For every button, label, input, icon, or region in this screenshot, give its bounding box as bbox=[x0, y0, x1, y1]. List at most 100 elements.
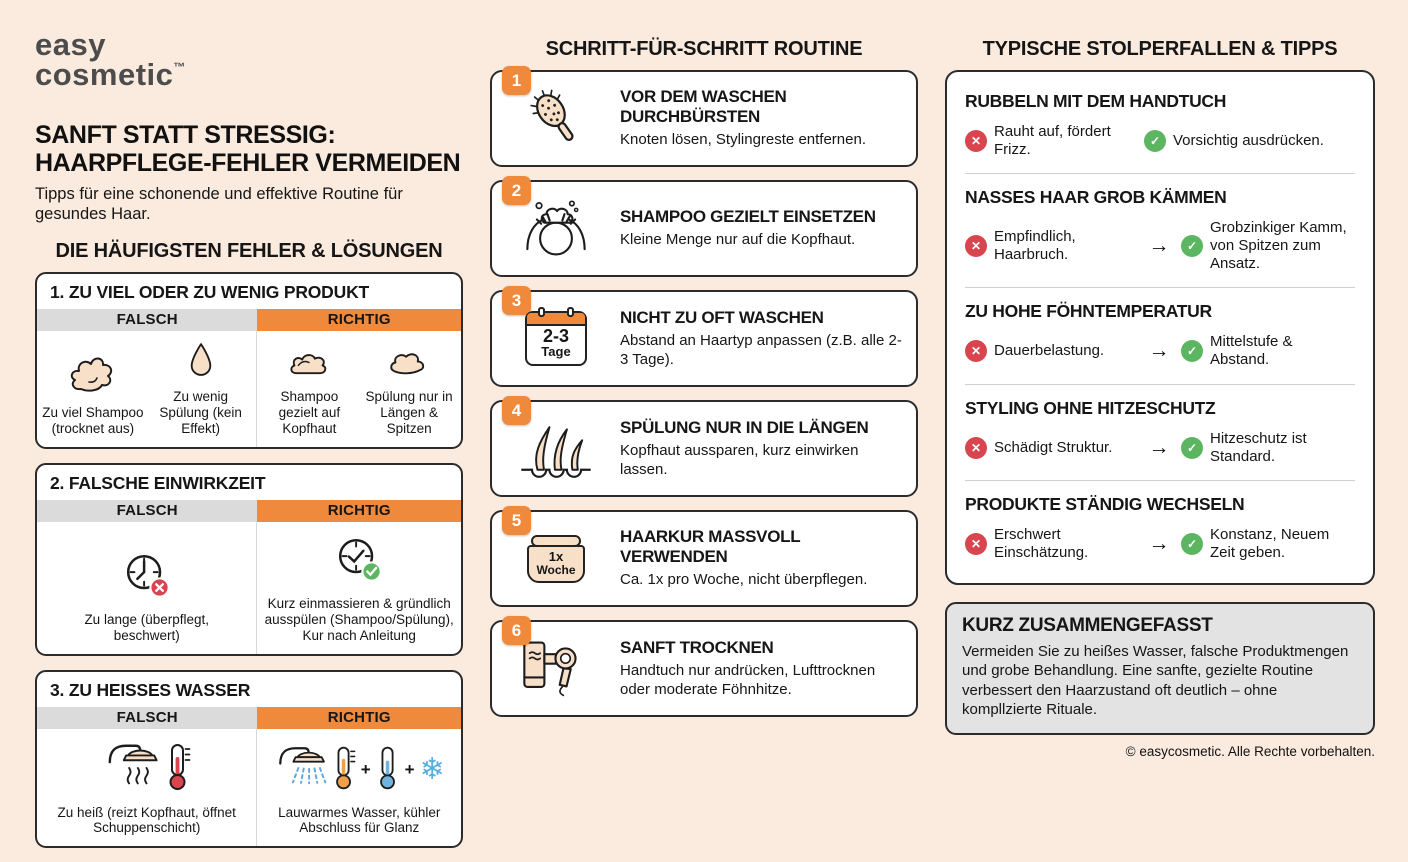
cream-jar-icon: 1x Woche bbox=[527, 534, 585, 583]
step-title: SHAMPOO GEZIELT EINSETZEN bbox=[620, 207, 876, 227]
lukewarm-shower-icon bbox=[274, 741, 328, 800]
routine-step-1: 1 VOR DEM WASCHEN DURCHBÜRSTEN Knoten lö… bbox=[490, 66, 918, 167]
page-subtitle: Tipps für eine schonende und effektive R… bbox=[35, 184, 403, 223]
foam-small-icon bbox=[286, 346, 332, 384]
jar-label-bottom: Woche bbox=[536, 563, 576, 578]
routine-step-5: 5 1x Woche HAARKUR MASSVOLL VERWENDEN Ca… bbox=[490, 506, 918, 607]
brand-line2: cosmetic bbox=[35, 57, 174, 93]
richtig-item: Shampoo gezielt auf Kopfhaut bbox=[261, 346, 357, 437]
falsch-item-caption: Zu heiß (reizt Kopfhaut, öffnet Schuppen… bbox=[57, 804, 236, 836]
falsch-header: FALSCH bbox=[37, 706, 258, 729]
success-check-icon: ✓ bbox=[1181, 340, 1203, 363]
richtig-item-caption: Shampoo gezielt auf Kopfhaut bbox=[278, 389, 341, 436]
plus-glyph: + bbox=[404, 760, 415, 780]
falsch-item: Zu heiß (reizt Kopfhaut, öffnet Schuppen… bbox=[54, 739, 239, 837]
step-desc: Handtuch nur andrücken, Lufttrocknen ode… bbox=[620, 661, 876, 698]
richtig-item: Spülung nur in Längen & Spitzen bbox=[361, 346, 457, 437]
summary-text: Vermeiden Sie zu heißes Wasser, falsche … bbox=[962, 642, 1349, 719]
snowflake-icon: ❄ bbox=[419, 753, 445, 787]
left-column: easy cosmetic™ SANFT STATT STRESSIG: HAA… bbox=[35, 27, 463, 862]
calendar-word: Tage bbox=[541, 343, 571, 359]
tip-right-text: Mittelstufe & Abstand. bbox=[1210, 333, 1293, 369]
richtig-item-caption: Kurz einmassieren & gründlich ausspülen … bbox=[264, 595, 454, 643]
success-check-icon: ✓ bbox=[1181, 234, 1203, 257]
tips-section-title: TYPISCHE STOLPERFALLEN & TIPPS bbox=[982, 38, 1338, 60]
falsch-item: Zu viel Shampoo (trocknet aus) bbox=[41, 349, 145, 437]
falsch-item: Zu wenig Spülung (kein Effekt) bbox=[149, 341, 253, 437]
mistakes-section-title: DIE HÄUFIGSTEN FEHLER & LÖSUNGEN bbox=[55, 240, 443, 262]
brand-logo: easy cosmetic™ bbox=[35, 27, 463, 93]
tip-item-1: RUBBELN MIT DEM HANDTUCH ✕ Rauht auf, fö… bbox=[965, 78, 1355, 175]
routine-step-6: 6 SANFT TROCKNEN Handtuch nur andrücken,… bbox=[490, 616, 918, 717]
clock-x-icon bbox=[118, 548, 176, 607]
step-desc: Kleine Menge nur auf die Kopfhaut. bbox=[620, 231, 856, 249]
step-title: SPÜLUNG NUR IN DIE LÄNGEN bbox=[620, 417, 869, 437]
routine-step-2: 2 SHAMPOO GEZIELT EINSETZEN Kleine Menge… bbox=[490, 176, 918, 277]
summary-title: KURZ ZUSAMMENGEFASST bbox=[962, 614, 1213, 636]
error-x-icon: ✕ bbox=[965, 532, 987, 555]
tip-item-3: ZU HOHE FÖHNTEMPERATUR ✕ Dauerbelastung.… bbox=[965, 288, 1355, 385]
hair-follicle-icon bbox=[492, 419, 620, 479]
falsch-item-caption: Zu lange (überpflegt, beschwert) bbox=[84, 611, 210, 643]
step-desc: Ca. 1x pro Woche, nicht überpflegen. bbox=[620, 571, 868, 589]
tip-item-4: STYLING OHNE HITZESCHUTZ ✕ Schädigt Stru… bbox=[965, 385, 1355, 482]
tip-item-2: NASSES HAAR GROB KÄMMEN ✕ Empfindlich, H… bbox=[965, 174, 1355, 289]
arrow-icon: → bbox=[1148, 339, 1170, 363]
towel-hairdryer-icon bbox=[492, 637, 620, 701]
tip-wrong-text: Erschwert Einschätzung. bbox=[994, 526, 1089, 561]
brand-line1: easy bbox=[35, 27, 106, 62]
warm-thermometer-icon bbox=[332, 744, 356, 797]
step-number-badge: 1 bbox=[502, 66, 531, 95]
summary-box: KURZ ZUSAMMENGEFASST Vermeiden Sie zu he… bbox=[945, 601, 1375, 735]
mistake-card-1-title: 1. ZU VIEL ODER ZU WENIG PRODUKT bbox=[50, 282, 369, 302]
mistake-card-3-title: 3. ZU HEISSES WASSER bbox=[50, 679, 251, 700]
step-number-badge: 3 bbox=[502, 286, 531, 315]
step-number-badge: 4 bbox=[502, 396, 531, 425]
richtig-header: RICHTIG bbox=[257, 706, 461, 729]
step-number-badge: 2 bbox=[502, 176, 531, 205]
tip-title: STYLING OHNE HITZESCHUTZ bbox=[965, 397, 1216, 418]
richtig-item: + + ❄ Lauwarmes Wasser, kühler Abschluss… bbox=[267, 741, 452, 837]
foam-large-icon bbox=[66, 349, 120, 400]
mistake-card-2: 2. FALSCHE EINWIRKZEIT FALSCH RICHTIG Zu… bbox=[35, 462, 463, 656]
error-x-icon: ✕ bbox=[965, 129, 987, 152]
tip-wrong-text: Schädigt Struktur. bbox=[994, 438, 1113, 456]
falsch-item-caption: Zu viel Shampoo (trocknet aus) bbox=[42, 404, 144, 436]
falsch-header: FALSCH bbox=[37, 309, 258, 331]
tips-column: TYPISCHE STOLPERFALLEN & TIPPS RUBBELN M… bbox=[945, 38, 1375, 759]
step-title: VOR DEM WASCHEN DURCHBÜRSTEN bbox=[620, 87, 787, 127]
routine-step-3: 3 2-3 Tage NICHT ZU OFT WASCHEN Abstand … bbox=[490, 286, 918, 387]
tip-wrong-text: Empfindlich, Haarbruch. bbox=[994, 228, 1076, 263]
step-desc: Abstand an Haartyp anpassen (z.B. alle 2… bbox=[620, 331, 902, 368]
tip-title: NASSES HAAR GROB KÄMMEN bbox=[965, 187, 1227, 208]
routine-section-title: SCHRITT-FÜR-SCHRITT ROUTINE bbox=[545, 38, 863, 60]
hot-thermometer-icon bbox=[165, 742, 191, 797]
jar-label-top: 1x bbox=[548, 549, 564, 565]
cool-thermometer-icon bbox=[376, 744, 400, 797]
tip-title: ZU HOHE FÖHNTEMPERATUR bbox=[965, 301, 1212, 322]
step-desc: Kopfhaut aussparen, kurz einwirken lasse… bbox=[620, 441, 859, 478]
falsch-item-caption: Zu wenig Spülung (kein Effekt) bbox=[159, 389, 242, 436]
step-number-badge: 6 bbox=[502, 616, 531, 645]
step-title: NICHT ZU OFT WASCHEN bbox=[620, 307, 824, 327]
tip-right-text: Hitzeschutz ist Standard. bbox=[1210, 429, 1307, 465]
falsch-item: Zu lange (überpflegt, beschwert) bbox=[54, 548, 239, 644]
step-number-badge: 5 bbox=[502, 506, 531, 535]
step-title: SANFT TROCKNEN bbox=[620, 637, 774, 657]
routine-step-4: 4 SPÜLUNG NUR IN DIE LÄNGEN Kopfhaut aus… bbox=[490, 396, 918, 497]
tips-card: RUBBELN MIT DEM HANDTUCH ✕ Rauht auf, fö… bbox=[945, 70, 1375, 585]
step-title: HAARKUR MASSVOLL VERWENDEN bbox=[620, 527, 801, 567]
hair-washing-icon bbox=[492, 193, 620, 265]
hairbrush-icon bbox=[492, 84, 620, 154]
foam-medium-icon bbox=[385, 346, 433, 384]
clock-check-icon bbox=[330, 532, 388, 591]
richtig-item-caption: Lauwarmes Wasser, kühler Abschluss für G… bbox=[278, 804, 441, 836]
plus-glyph: + bbox=[360, 760, 371, 780]
tip-item-5: PRODUKTE STÄNDIG WECHSELN ✕ Erschwert Ei… bbox=[965, 481, 1355, 576]
mistake-card-1: 1. ZU VIEL ODER ZU WENIG PRODUKT FALSCH … bbox=[35, 272, 463, 449]
droplet-icon bbox=[187, 341, 215, 384]
page-title: SANFT STATT STRESSIG: HAARPFLEGE-FEHLER … bbox=[35, 120, 461, 178]
calendar-number: 2-3 bbox=[542, 325, 569, 346]
richtig-item: Kurz einmassieren & gründlich ausspülen … bbox=[261, 532, 457, 644]
error-x-icon: ✕ bbox=[965, 340, 987, 363]
